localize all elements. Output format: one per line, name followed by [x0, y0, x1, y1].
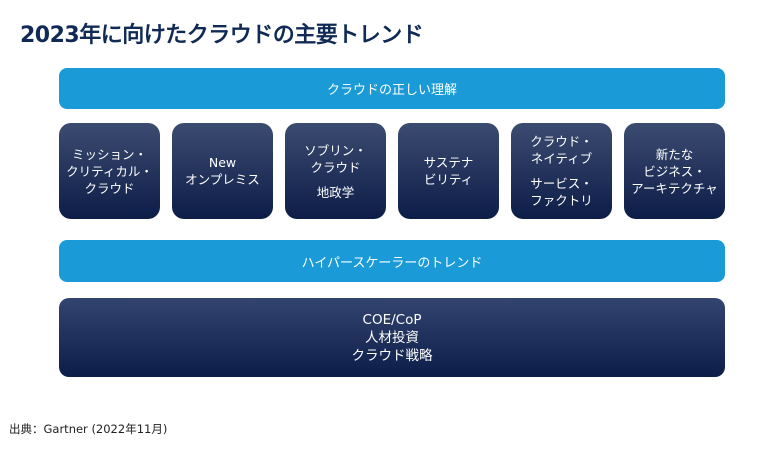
- box-line: クリティカル・: [66, 163, 153, 179]
- box-line: 新たな: [655, 146, 694, 162]
- box-line: ソブリン・: [304, 142, 367, 158]
- top-bar: クラウドの正しい理解: [59, 68, 725, 109]
- trend-box: ミッション・クリティカル・クラウド: [59, 123, 160, 219]
- box-line: 地政学: [316, 184, 355, 200]
- page-title: 2023年に向けたクラウドの主要トレンド: [20, 23, 424, 48]
- source-note: 出典：Gartner (2022年11月): [9, 422, 168, 436]
- trend-box: サステナビリティ: [398, 123, 499, 219]
- box-line: ミッション・: [71, 146, 147, 162]
- box-line: サステナ: [423, 155, 474, 170]
- bottom-line: COE/CoP: [362, 311, 422, 328]
- trend-box: ソブリン・クラウド地政学: [285, 123, 386, 219]
- trend-box: 新たなビジネス・アーキテクチャ: [624, 123, 725, 219]
- box-line: サービス・: [530, 176, 593, 191]
- box-line: クラウド・: [530, 134, 593, 149]
- box-line: オンプレミス: [185, 172, 260, 187]
- box-line: クラウド: [310, 159, 361, 175]
- box-line: New: [208, 155, 237, 170]
- bottom-box: COE/CoP 人材投資 クラウド戦略: [59, 298, 725, 377]
- trend-box: New オンプレミス: [172, 123, 273, 219]
- bottom-line: 人材投資: [365, 329, 419, 346]
- box-line: クラウド: [84, 180, 135, 196]
- box-line: ファクトリ: [530, 193, 593, 208]
- box-line: ネイティブ: [530, 151, 593, 166]
- bottom-line: クラウド戦略: [351, 347, 433, 364]
- middle-bar: ハイパースケーラーのトレンド: [59, 240, 725, 282]
- trend-box: クラウド・ネイティブサービス・ファクトリ: [511, 123, 612, 219]
- box-line: ビジネス・: [643, 163, 706, 179]
- box-line: ビリティ: [423, 172, 474, 187]
- box-line: アーキテクチャ: [631, 180, 718, 196]
